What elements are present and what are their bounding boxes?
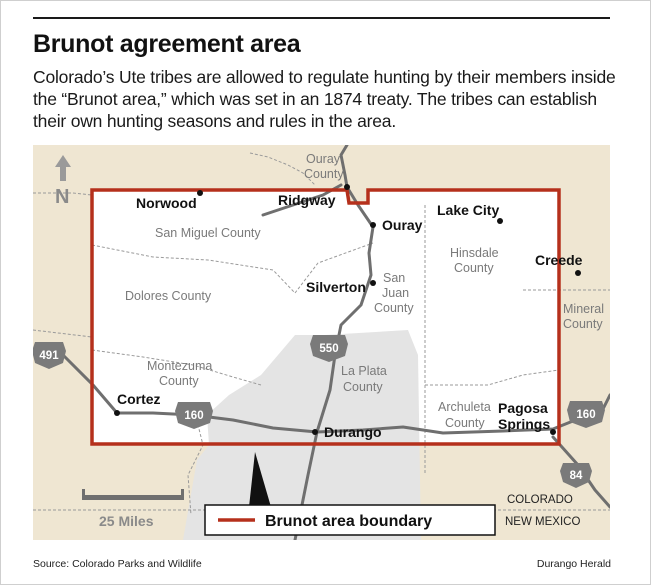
county-label-montezuma: Montezuma <box>147 359 212 373</box>
county-label-mineral: County <box>563 317 603 331</box>
county-label-san-juan: Juan <box>382 286 409 300</box>
city-dot-creede <box>575 270 581 276</box>
city-dot-lake-city <box>497 218 503 224</box>
legend-label: Brunot area boundary <box>265 513 432 530</box>
shield-icon <box>33 342 66 369</box>
highway-shield-84: 84 <box>560 463 592 488</box>
city-label-silverton: Silverton <box>306 279 366 295</box>
highway-label: 84 <box>570 470 583 482</box>
page-title: Brunot agreement area <box>33 30 301 58</box>
highway-label: 160 <box>576 409 595 421</box>
shield-icon <box>310 335 348 362</box>
city-dot-cortez <box>114 410 120 416</box>
scale-label: 25 Miles <box>99 513 154 529</box>
city-label-ouray: Ouray <box>382 217 423 233</box>
county-label-mineral: Mineral <box>563 302 604 316</box>
county-label-la-plata: County <box>343 380 383 394</box>
north-arrow-head <box>55 155 71 167</box>
legend: Brunot area boundary <box>204 504 496 536</box>
county-label-montezuma: County <box>159 374 199 388</box>
scale-bar-tick <box>82 489 85 500</box>
source-credit: Source: Colorado Parks and Wildlife <box>33 558 202 570</box>
city-label-durango: Durango <box>324 424 382 440</box>
scale-bar-line <box>82 495 184 500</box>
county-label-archuleta: County <box>445 416 485 430</box>
city-label-pagosa: Pagosa <box>498 400 548 416</box>
highway-shield-550: 550 <box>310 335 348 362</box>
city-dot-ridgway <box>344 184 350 190</box>
brunot-area-fill <box>92 190 559 444</box>
city-label-cortez: Cortez <box>117 391 161 407</box>
county-label-la-plata: La Plata <box>341 364 387 378</box>
city-label-creede: Creede <box>535 252 583 268</box>
state-label-new-mexico: NEW MEXICO <box>505 516 580 528</box>
city-label-ridgway: Ridgway <box>278 192 336 208</box>
county-label-hinsdale: County <box>454 261 494 275</box>
county-label-dolores: Dolores County <box>125 289 212 303</box>
city-dot-norwood <box>197 190 203 196</box>
highway-shield-160-west: 160 <box>175 402 213 429</box>
reservation-area-west <box>183 335 325 540</box>
city-label-lake-city: Lake City <box>437 202 499 218</box>
county-label-san-juan: San <box>383 271 405 285</box>
north-arrow-shaft <box>60 167 66 181</box>
north-label: N <box>55 186 69 208</box>
highway-shield-491: 491 <box>33 342 66 369</box>
legend-pointer <box>249 452 271 507</box>
scale-bar: 25 Miles <box>82 489 184 529</box>
brunot-map: N Ouray County San Miguel County Hinsdal… <box>33 145 610 540</box>
state-label-colorado: COLORADO <box>507 494 573 506</box>
scale-bar-tick <box>181 489 184 500</box>
county-label-ouray: County <box>304 167 344 181</box>
county-label-san-juan: County <box>374 301 414 315</box>
highway-shield-160-east: 160 <box>567 401 605 428</box>
city-dot-ouray <box>370 222 376 228</box>
brunot-boundary <box>90 188 561 446</box>
highway-label: 160 <box>184 410 203 422</box>
reservation-area-east <box>325 330 421 540</box>
description: Colorado’s Ute tribes are allowed to reg… <box>33 67 616 131</box>
county-label-hinsdale: Hinsdale <box>450 246 499 260</box>
city-dot-durango <box>312 429 318 435</box>
top-rule <box>33 17 610 19</box>
city-dot-pagosa-springs <box>550 429 556 435</box>
publisher-credit: Durango Herald <box>536 558 611 570</box>
shield-icon <box>560 463 592 488</box>
city-dot-silverton <box>370 280 376 286</box>
highway-label: 550 <box>319 343 338 355</box>
county-label-ouray: Ouray <box>306 152 341 166</box>
shield-icon <box>567 401 605 428</box>
highway-label: 491 <box>39 350 59 362</box>
county-label-archuleta: Archuleta <box>438 400 491 414</box>
city-dots <box>114 184 581 435</box>
city-label-norwood: Norwood <box>136 195 197 211</box>
county-label-san-miguel: San Miguel County <box>155 226 261 240</box>
north-arrow: N <box>55 155 71 208</box>
shield-icon <box>175 402 213 429</box>
city-label-springs: Springs <box>498 416 550 432</box>
road-160-west <box>115 411 319 434</box>
